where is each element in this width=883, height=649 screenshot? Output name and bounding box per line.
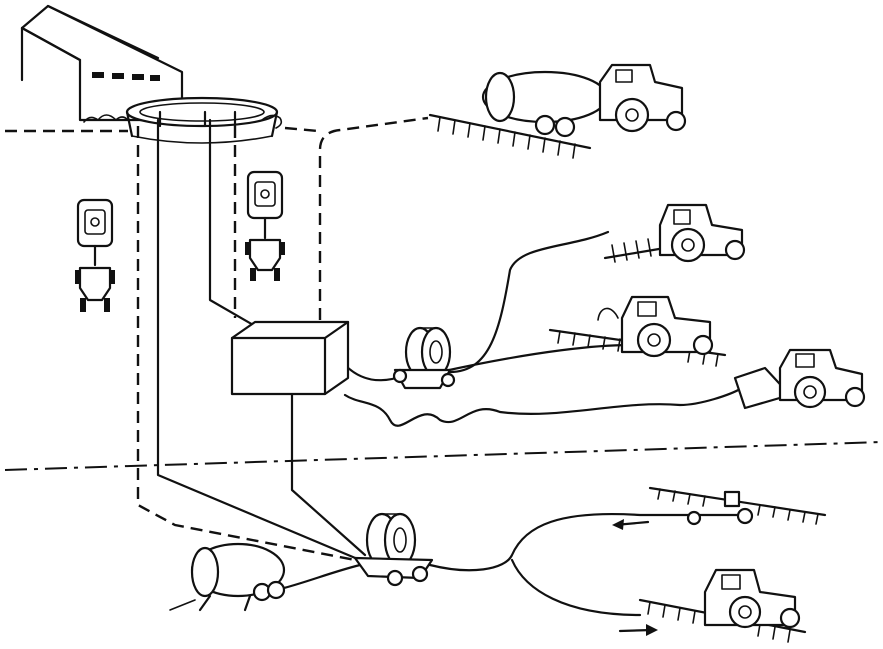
tanker-tractor-icon bbox=[428, 63, 687, 159]
direction-arrow-icon bbox=[612, 519, 650, 530]
slurry-lagoon-icon bbox=[125, 96, 283, 144]
rear-boom-tractor-icon bbox=[638, 568, 807, 643]
pump-tractor-icon bbox=[75, 198, 115, 312]
mower-tractor-icon bbox=[733, 348, 866, 410]
farm-building-icon bbox=[20, 4, 184, 123]
tanker-trailer-icon bbox=[169, 542, 286, 612]
field-divider-line bbox=[4, 441, 883, 471]
direction-arrow-icon bbox=[618, 624, 658, 636]
hose-reel-icon bbox=[392, 326, 456, 390]
field-boundary-dashed bbox=[5, 126, 319, 133]
boom-tractor-icon bbox=[548, 295, 727, 367]
junction-tank-icon bbox=[230, 320, 350, 396]
trailed-boom-icon bbox=[648, 486, 827, 526]
hose-network bbox=[136, 116, 744, 617]
pump-tractor-icon bbox=[245, 170, 285, 281]
hose-reel-icon bbox=[353, 512, 434, 587]
injector-tractor-icon bbox=[603, 203, 746, 263]
